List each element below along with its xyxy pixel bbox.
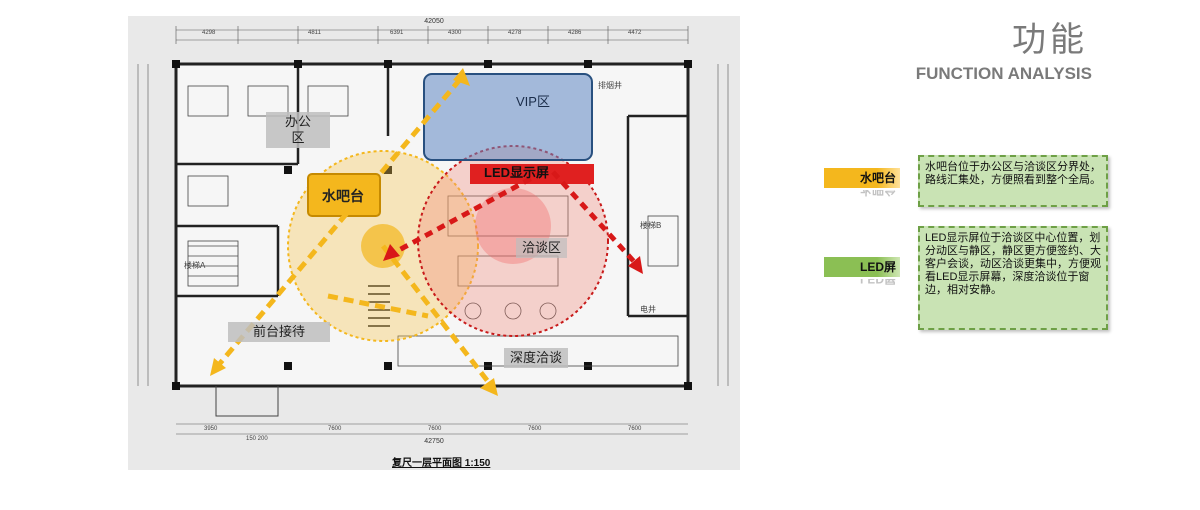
label-smoke-shaft: 排烟井 [598, 81, 622, 90]
floor-plan-drawing [137, 26, 729, 435]
zone-label-led: LED显示屏 [484, 165, 550, 180]
label-elevator-shaft: 电井 [640, 305, 656, 314]
zone-label-deep-talk: 深度洽谈 [504, 348, 569, 368]
dim-bottom-7: 7600 [528, 426, 542, 432]
dim-top-14: 4286 [568, 30, 582, 36]
page-title-en: FUNCTION ANALYSIS [915, 64, 1092, 83]
legend-note-water-bar: 水吧台位于办公区与洽谈区分界处，路线汇集处，方便照看到整个全局。 [918, 155, 1108, 207]
dim-bottom-1: 3950 [204, 426, 218, 432]
led-screen-bar [470, 164, 594, 184]
plan-dim-bottom-total: 42750 [424, 438, 444, 445]
dim-top-6: 4811 [308, 30, 321, 36]
zone-label-office: 办公 区 [266, 112, 330, 148]
plan-title: 复尺一层平面图 1:150 [392, 458, 491, 469]
legend-tag-water-bar-reflection: 水吧台 [859, 190, 896, 197]
zone-label-reception: 前台接待 [228, 322, 330, 342]
route-arrow-led-bar [386, 169, 545, 259]
vip-zone-box [423, 73, 593, 161]
zone-label-water-bar: 水吧台 [322, 188, 364, 204]
dim-top-10: 4300 [448, 30, 462, 36]
label-stair-b: 楼梯B [640, 221, 662, 230]
dim-top-8: 6391 [390, 30, 404, 36]
zone-label-vip: VIP区 [516, 94, 550, 109]
dim-bottom-small: 150 200 [246, 436, 268, 442]
page-title-cn: 功能 [1012, 20, 1088, 60]
legend-tag-led: LED屏 [824, 257, 900, 277]
zone-label-negotiation: 洽谈区 [516, 238, 568, 258]
legend-tag-water-bar: 水吧台 [824, 168, 900, 188]
dim-top-12: 4278 [508, 30, 522, 36]
plan-dim-top-total: 42050 [424, 18, 444, 25]
legend-tag-led-reflection: LED屏 [859, 279, 896, 286]
dim-top-0: 4298 [202, 30, 216, 36]
dim-bottom-5: 7600 [328, 426, 342, 432]
label-stair-a: 楼梯A [184, 261, 206, 270]
dim-bottom-6: 7600 [428, 426, 442, 432]
dim-top-16: 4472 [628, 30, 642, 36]
floor-plan: 42050 42750 4298 4811 6391 4300 4278 428… [128, 16, 740, 470]
route-arrow-deep-talk [381, 244, 495, 390]
legend-note-led: LED显示屏位于洽谈区中心位置，划分动区与静区，静区更方便签约、大客户会谈，动区… [918, 226, 1108, 330]
dim-bottom-8: 7600 [628, 426, 642, 432]
